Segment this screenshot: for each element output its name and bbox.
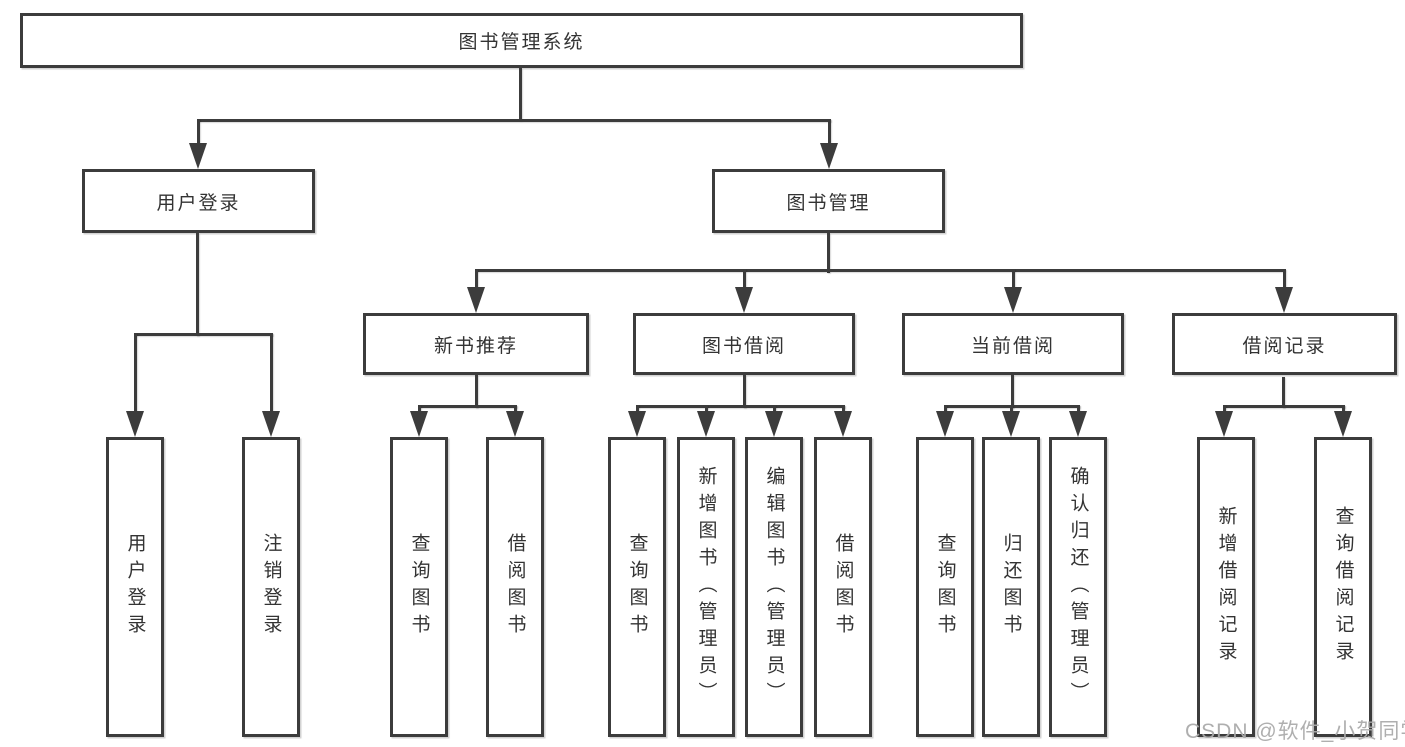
connector-branch bbox=[134, 333, 137, 413]
leaf-query-borrow-record: 查询借阅记录 bbox=[1314, 437, 1372, 737]
connector-branch bbox=[828, 119, 831, 147]
arrowhead-down-icon bbox=[765, 411, 783, 437]
leaf-query-books-current: 查询图书 bbox=[916, 437, 974, 737]
arrowhead-down-icon bbox=[1069, 411, 1087, 437]
leaf-edit-books-admin: 编辑图书（管理员） bbox=[745, 437, 803, 737]
connector-branch bbox=[1012, 269, 1015, 291]
connector-branch bbox=[773, 405, 776, 415]
leaf-label: 查询图书 bbox=[626, 533, 648, 641]
leaf-label: 借阅图书 bbox=[832, 533, 854, 641]
node-root-library-system: 图书管理系统 bbox=[20, 13, 1023, 68]
node-label: 新书推荐 bbox=[433, 335, 518, 357]
leaf-return-books: 归还图书 bbox=[982, 437, 1040, 737]
leaf-label: 归还图书 bbox=[1000, 533, 1022, 641]
connector-branch bbox=[705, 405, 708, 415]
connector-newbook-stem bbox=[475, 375, 478, 408]
leaf-label: 确认归还（管理员） bbox=[1067, 465, 1089, 709]
node-borrow-record: 借阅记录 bbox=[1172, 313, 1397, 375]
node-label: 图书管理 bbox=[786, 192, 871, 214]
node-current-borrow: 当前借阅 bbox=[902, 313, 1124, 375]
arrowhead-down-icon bbox=[735, 287, 753, 313]
leaf-add-borrow-record: 新增借阅记录 bbox=[1197, 437, 1255, 737]
connector-borrowrecord-stem bbox=[1282, 377, 1285, 408]
leaf-query-books-borrow: 查询图书 bbox=[608, 437, 666, 737]
leaf-logout: 注销登录 bbox=[242, 437, 300, 737]
arrowhead-down-icon bbox=[834, 411, 852, 437]
leaf-label: 查询图书 bbox=[408, 533, 430, 641]
leaf-borrow-books-recommend: 借阅图书 bbox=[486, 437, 544, 737]
leaf-label: 查询图书 bbox=[934, 533, 956, 641]
connector-branch bbox=[1010, 405, 1013, 415]
leaf-label: 用户登录 bbox=[124, 533, 146, 641]
connector-root-rail bbox=[197, 119, 831, 122]
leaf-label: 查询借阅记录 bbox=[1332, 506, 1354, 668]
node-label: 借阅记录 bbox=[1242, 335, 1327, 357]
node-book-borrow: 图书借阅 bbox=[633, 313, 855, 375]
node-new-book-recommend: 新书推荐 bbox=[363, 313, 589, 375]
arrowhead-down-icon bbox=[1275, 287, 1293, 313]
connector-currentborrow-stem bbox=[1011, 375, 1014, 408]
connector-branch bbox=[636, 405, 639, 415]
arrowhead-down-icon bbox=[1004, 287, 1022, 313]
connector-branch bbox=[197, 119, 200, 147]
arrowhead-down-icon bbox=[126, 411, 144, 437]
arrowhead-down-icon bbox=[1215, 411, 1233, 437]
leaf-query-books-recommend: 查询图书 bbox=[390, 437, 448, 737]
connector-bookborrow-rail bbox=[636, 405, 845, 408]
arrowhead-down-icon bbox=[189, 143, 207, 169]
csdn-watermark: CSDN @软件_小贺同学 bbox=[1185, 720, 1405, 743]
leaf-label: 借阅图书 bbox=[504, 533, 526, 641]
arrowhead-down-icon bbox=[1002, 411, 1020, 437]
leaf-user-login: 用户登录 bbox=[106, 437, 164, 737]
arrowhead-down-icon bbox=[410, 411, 428, 437]
leaf-add-books-admin: 新增图书（管理员） bbox=[677, 437, 735, 737]
connector-bookborrow-stem bbox=[743, 375, 746, 408]
connector-newbook-rail bbox=[418, 405, 517, 408]
node-label: 图书管理系统 bbox=[458, 32, 585, 53]
connector-root-stem bbox=[519, 68, 522, 121]
arrowhead-down-icon bbox=[506, 411, 524, 437]
connector-branch bbox=[1077, 405, 1080, 415]
leaf-label: 注销登录 bbox=[260, 533, 282, 641]
connector-bookmgmt-rail bbox=[475, 269, 1285, 272]
node-label: 用户登录 bbox=[156, 192, 241, 214]
connector-branch bbox=[1283, 269, 1286, 291]
arrowhead-down-icon bbox=[936, 411, 954, 437]
connector-branch bbox=[270, 333, 273, 413]
connector-branch bbox=[944, 405, 947, 415]
node-label: 当前借阅 bbox=[970, 335, 1055, 357]
connector-branch bbox=[475, 269, 478, 291]
leaf-label: 编辑图书（管理员） bbox=[763, 465, 785, 709]
leaf-borrow-books: 借阅图书 bbox=[814, 437, 872, 737]
node-user-login: 用户登录 bbox=[82, 169, 315, 233]
connector-userlogin-rail bbox=[134, 333, 273, 336]
connector-branch bbox=[842, 405, 845, 415]
leaf-label: 新增借阅记录 bbox=[1215, 506, 1237, 668]
connector-branch bbox=[1223, 405, 1226, 415]
arrowhead-down-icon bbox=[262, 411, 280, 437]
connector-borrowrecord-rail bbox=[1223, 405, 1345, 408]
node-book-management: 图书管理 bbox=[712, 169, 945, 233]
arrowhead-down-icon bbox=[1334, 411, 1352, 437]
node-label: 图书借阅 bbox=[701, 335, 786, 357]
arrowhead-down-icon bbox=[467, 287, 485, 313]
leaf-label: 新增图书（管理员） bbox=[695, 465, 717, 709]
connector-branch bbox=[743, 269, 746, 291]
connector-userlogin-stem bbox=[196, 233, 199, 336]
connector-branch bbox=[418, 405, 421, 415]
connector-bookmgmt-stem bbox=[827, 233, 830, 273]
arrowhead-down-icon bbox=[820, 143, 838, 169]
arrowhead-down-icon bbox=[697, 411, 715, 437]
leaf-confirm-return-admin: 确认归还（管理员） bbox=[1049, 437, 1107, 737]
connector-branch bbox=[514, 405, 517, 415]
arrowhead-down-icon bbox=[628, 411, 646, 437]
connector-branch bbox=[1342, 405, 1345, 415]
